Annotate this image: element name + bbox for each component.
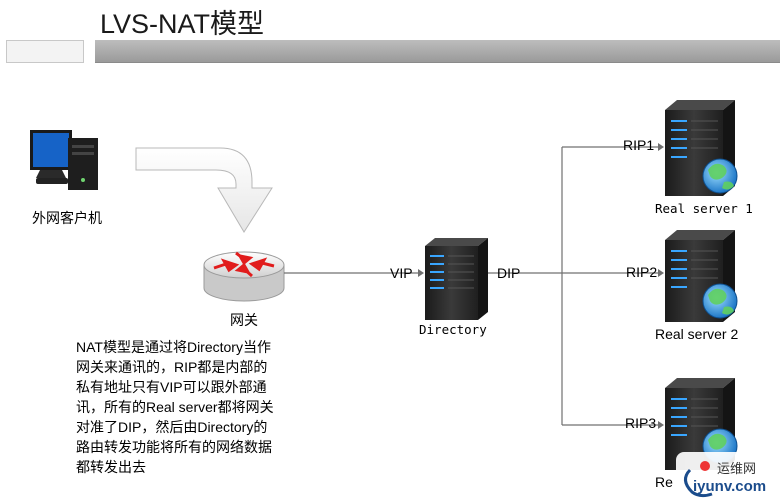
rip2-label: RIP2 xyxy=(626,264,658,280)
header-bar-left xyxy=(6,40,84,63)
description-line: NAT模型是通过将Directory当作 xyxy=(76,339,271,355)
description-line: 路由转发功能将所有的网络数据 xyxy=(76,439,272,455)
watermark-text: 运维网 xyxy=(717,461,757,476)
description-line: 网关来通讯的，RIP都是内部的 xyxy=(76,359,268,375)
description-text: NAT模型是通过将Directory当作 网关来通讯的，RIP都是内部的 私有地… xyxy=(76,337,321,477)
watermark-url: iyunv.com xyxy=(693,478,767,495)
real-server-2-label: Real server 2 xyxy=(655,326,739,342)
client-computer-icon xyxy=(30,130,98,190)
diagram-title: LVS-NAT模型 xyxy=(100,9,265,39)
description-line: 对准了DIP，然后由Directory的 xyxy=(76,419,268,435)
description-line: 都转发出去 xyxy=(76,459,146,475)
rip3-label: RIP3 xyxy=(625,415,657,431)
connection-lines xyxy=(284,146,658,426)
real-server-1-icon xyxy=(665,100,738,196)
rip1-label: RIP1 xyxy=(623,137,655,153)
flow-arrow-icon xyxy=(135,147,273,233)
dip-label: DIP xyxy=(497,265,521,281)
real-server-2-icon xyxy=(665,230,738,322)
vip-label: VIP xyxy=(390,265,413,281)
directory-label: Directory xyxy=(419,322,487,337)
connection-arrowheads xyxy=(418,143,664,429)
router-icon xyxy=(203,251,285,302)
description-line: 私有地址只有VIP可以跟外部通 xyxy=(76,379,267,395)
real-server-1-label: Real server 1 xyxy=(655,201,753,216)
router-label: 网关 xyxy=(230,312,258,328)
description-line: 讯，所有的Real server都将网关 xyxy=(76,399,274,415)
client-label: 外网客户机 xyxy=(32,210,102,226)
header-bar-right xyxy=(95,40,780,63)
real-server-3-label: Re xyxy=(655,474,673,490)
watermark-logo xyxy=(676,452,780,501)
directory-server-icon xyxy=(425,238,488,320)
